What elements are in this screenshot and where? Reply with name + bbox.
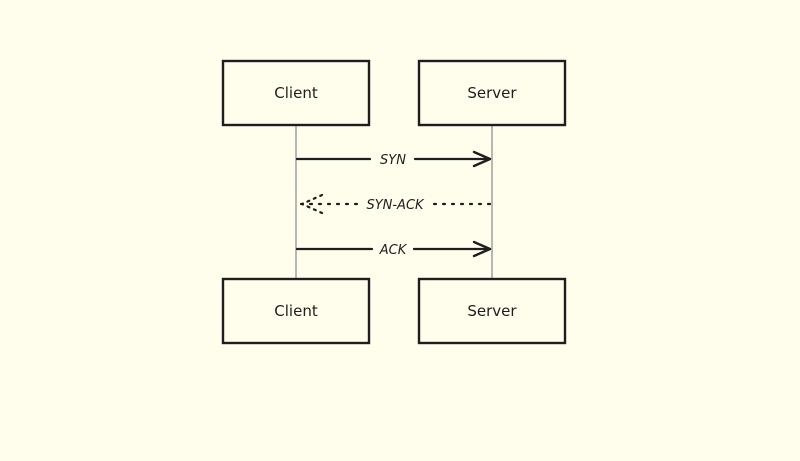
participant-server-top-label: Server <box>467 84 517 102</box>
message-syn[interactable]: SYN <box>295 150 492 168</box>
message-ack-label: ACK <box>379 243 408 258</box>
message-syn-ack-arrowhead <box>300 193 324 215</box>
message-syn-label: SYN <box>380 153 406 168</box>
message-ack[interactable]: ACK <box>295 240 492 258</box>
participant-server-bottom-label: Server <box>467 302 517 320</box>
message-syn-ack-label: SYN-ACK <box>366 198 425 213</box>
participant-client-top[interactable]: Client <box>221 59 371 127</box>
participant-client-bottom-label: Client <box>274 302 318 320</box>
participant-client-top-label: Client <box>274 84 318 102</box>
participant-server-bottom[interactable]: Server <box>417 277 567 345</box>
participant-client-bottom[interactable]: Client <box>221 277 371 345</box>
participant-server-top[interactable]: Server <box>417 59 567 127</box>
message-syn-ack[interactable]: SYN-ACK <box>298 193 492 215</box>
